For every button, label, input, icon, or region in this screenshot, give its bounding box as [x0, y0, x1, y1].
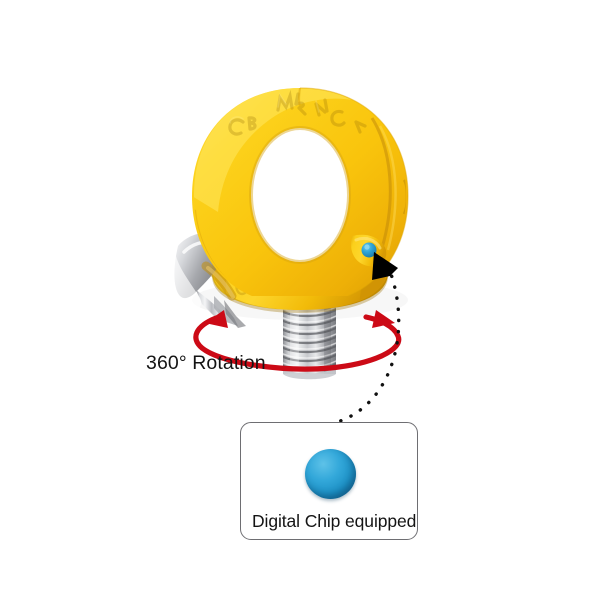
digital-chip-swatch	[305, 449, 356, 499]
rotation-label: 360° Rotation	[146, 352, 266, 374]
digital-chip-caption: Digital Chip equipped	[252, 511, 417, 531]
rotation-arrow-indicator	[193, 310, 402, 372]
callout-leader-line	[328, 252, 401, 426]
